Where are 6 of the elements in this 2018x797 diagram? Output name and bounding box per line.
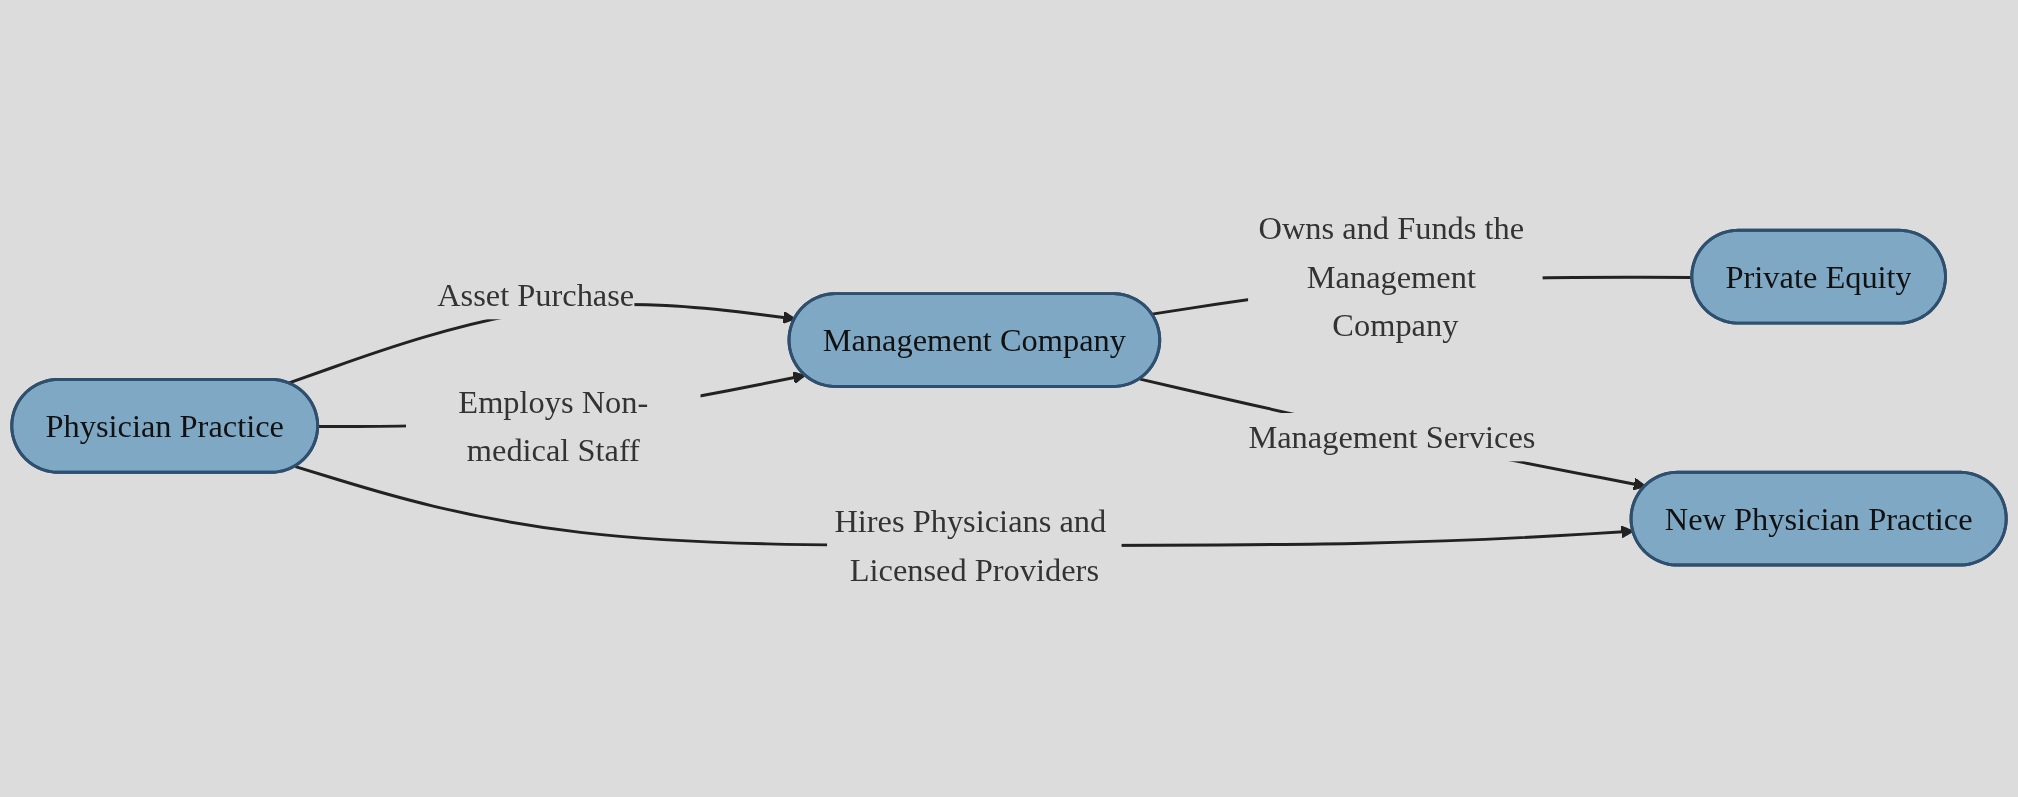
edge-label: Owns and Funds the Management Company	[1258, 209, 1525, 344]
edge-label: Employs Non-medical Staff	[458, 382, 649, 469]
arrow	[1139, 377, 1647, 490]
edge-label: Asset Purchase	[437, 276, 635, 314]
edge-label: Hires Physicians and Licensed Providers	[834, 502, 1107, 588]
edge-label: Management Services	[1248, 418, 1536, 456]
